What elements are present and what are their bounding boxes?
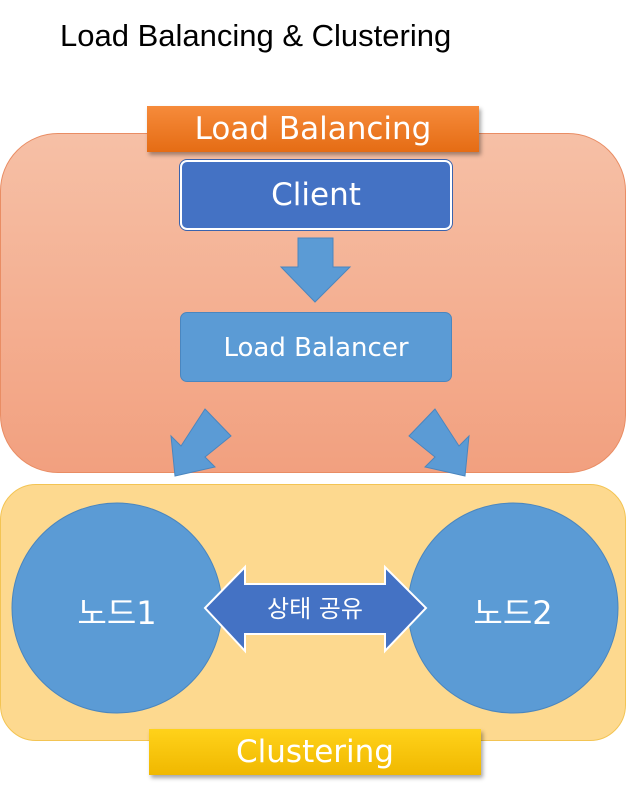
client-box: Client <box>180 160 452 230</box>
load-balancer-box: Load Balancer <box>180 312 452 382</box>
page-title: Load Balancing & Clustering <box>60 18 452 53</box>
load-balancing-tag: Load Balancing <box>147 106 479 152</box>
arrow-client-to-balancer <box>279 237 352 303</box>
node2-label: 노드2 <box>473 594 553 632</box>
state-share-label: 상태 공유 <box>267 595 363 623</box>
clustering-tag: Clustering <box>149 729 481 775</box>
node1-label: 노드1 <box>77 594 157 632</box>
arrow-balancer-to-node2 <box>408 408 470 477</box>
arrow-balancer-to-node1 <box>170 408 232 477</box>
state-share-arrow <box>203 564 428 654</box>
